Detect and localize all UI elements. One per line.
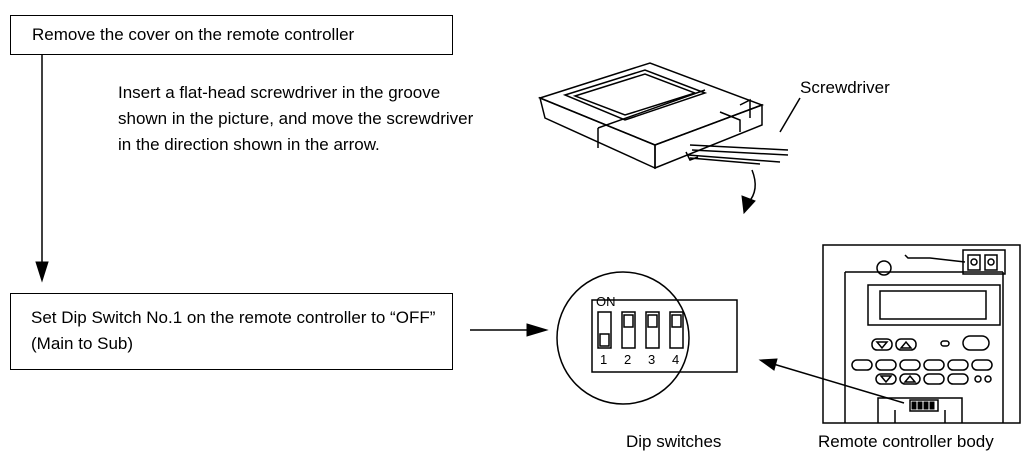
dip-number-1: 1 [600, 352, 607, 367]
screwdriver-label: Screwdriver [800, 78, 890, 97]
dip-switches-label: Dip switches [626, 432, 722, 451]
step-set-dip-text: Set Dip Switch No.1 on the remote contro… [31, 308, 436, 353]
instruction-text: Insert a flat-head screwdriver in the gr… [118, 83, 474, 154]
step-set-dip-box: Set Dip Switch No.1 on the remote contro… [10, 293, 453, 370]
remote-controller-cover-illustration [537, 62, 765, 170]
remote-body-label: Remote controller body [818, 432, 994, 451]
leader-arrow [758, 358, 905, 404]
remote-controller-body-illustration [822, 244, 1021, 424]
flow-arrow-right [470, 323, 549, 337]
direction-arrow [741, 169, 756, 215]
flow-arrow-down [35, 55, 49, 283]
screwdriver-illustration [687, 97, 801, 165]
dip-on-label: ON [596, 294, 616, 309]
dip-number-4: 4 [672, 352, 679, 367]
step-remove-cover-text: Remove the cover on the remote controlle… [32, 25, 355, 44]
dip-number-3: 3 [648, 352, 655, 367]
dip-number-2: 2 [624, 352, 631, 367]
dip-switch-magnified-view: ON 1 2 3 4 [556, 271, 738, 405]
step-remove-cover-box: Remove the cover on the remote controlle… [10, 15, 453, 55]
